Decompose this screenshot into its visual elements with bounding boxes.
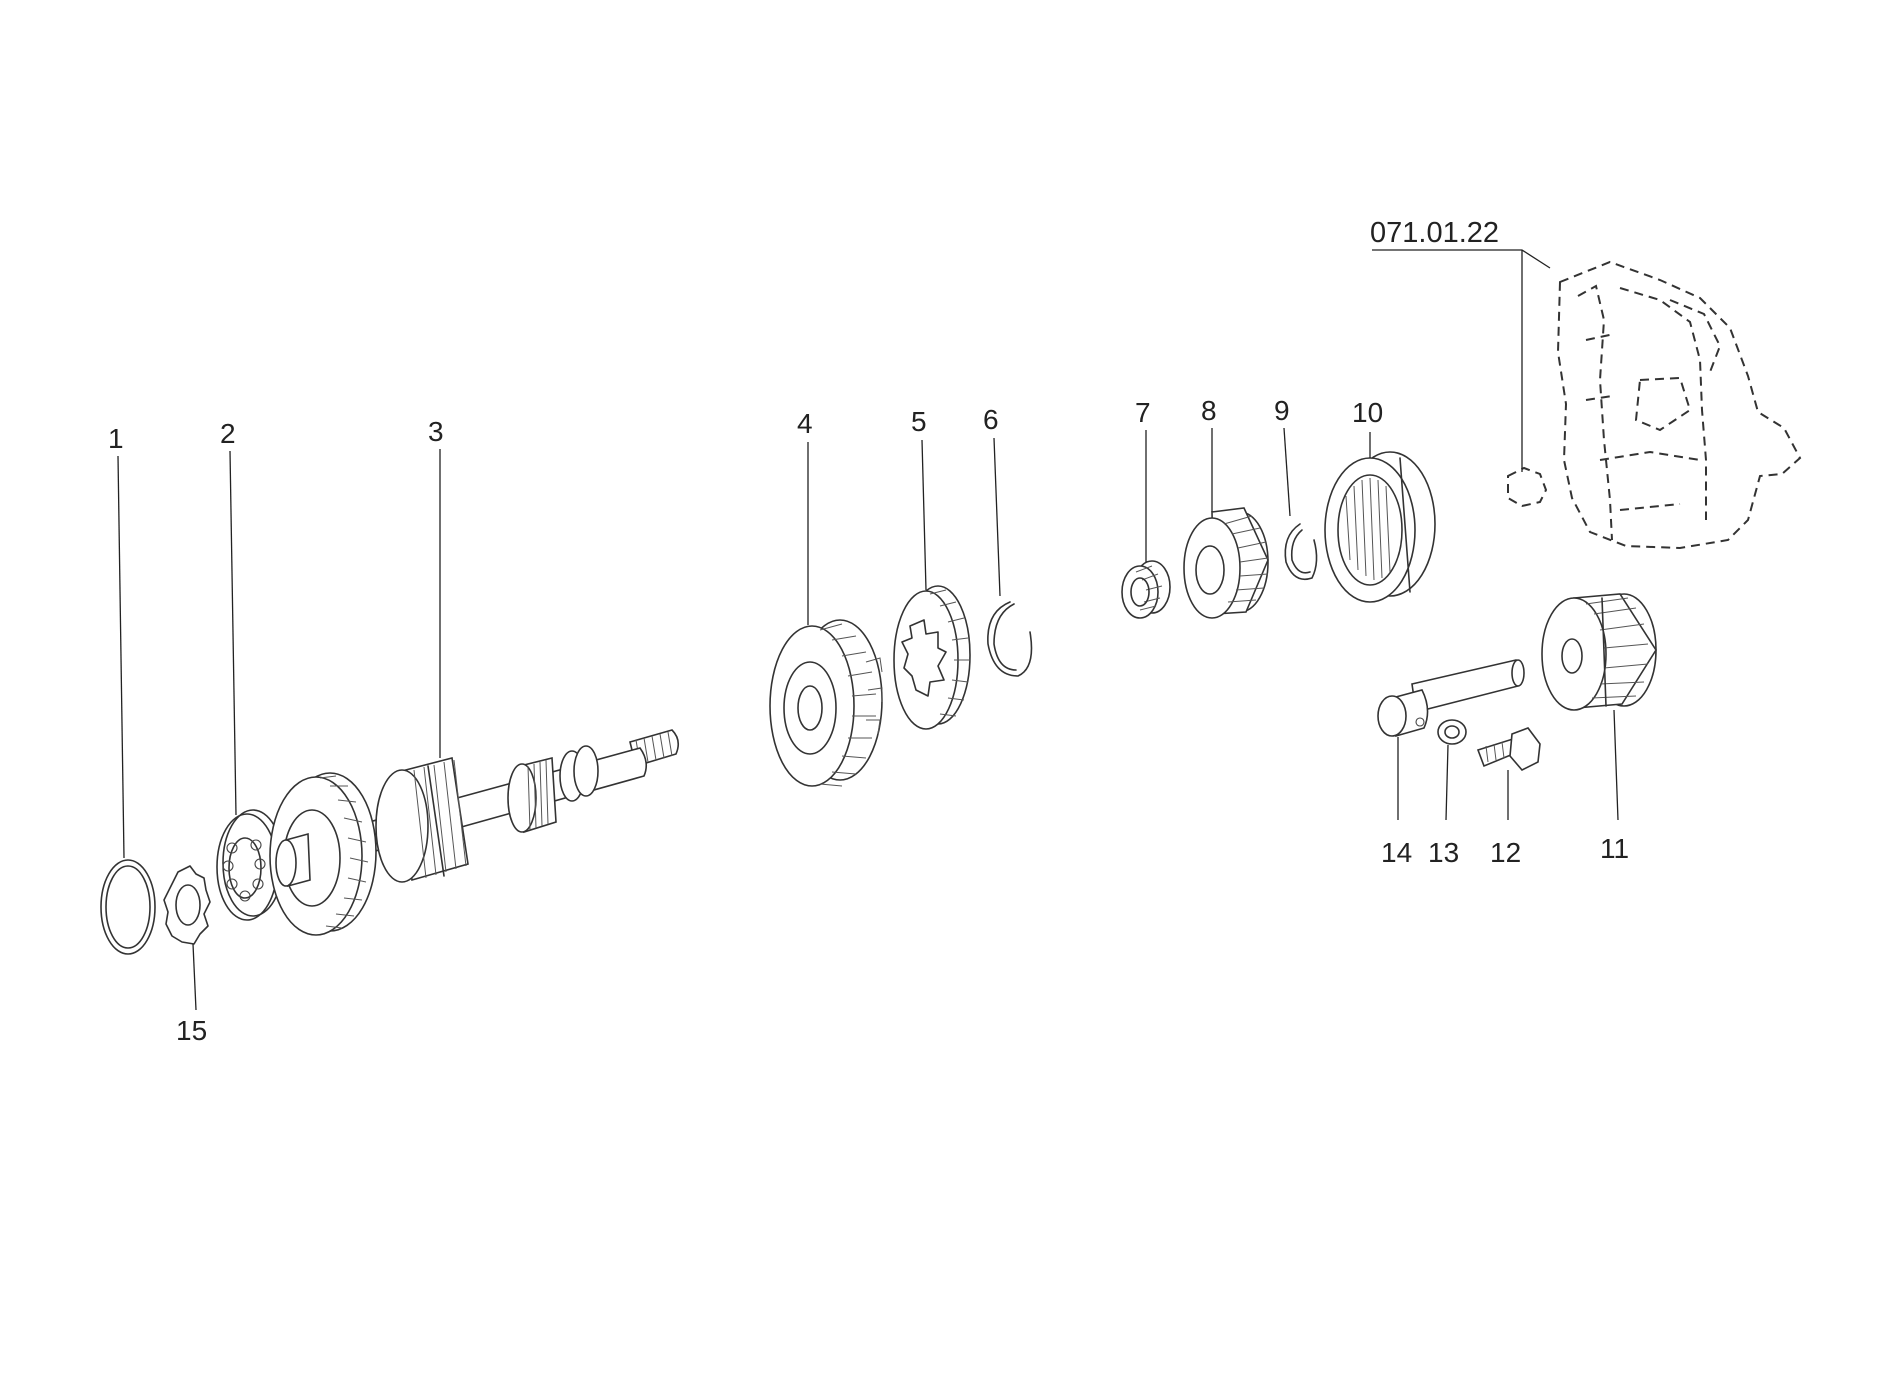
label-8: 8 [1201,395,1217,426]
label-6: 6 [983,404,999,435]
label-15: 15 [176,1015,207,1046]
label-3: 3 [428,416,444,447]
label-1: 1 [108,423,124,454]
part-11-cluster-gear [1541,593,1657,711]
part-4-gear [769,619,883,787]
part-7-needle-bearing [1121,560,1171,619]
part-15-lock-nut [163,865,211,945]
leader-lines [117,249,1619,1011]
label-14: 14 [1381,837,1412,868]
part-5-synchro-hub [893,585,971,730]
part-6-circlip [987,601,1033,677]
part-2-ball-bearing [216,809,284,921]
label-4: 4 [797,408,813,439]
gearbox-housing-dashed [1507,260,1802,550]
label-7: 7 [1135,397,1151,428]
part-10-roller-bearing [1324,451,1436,603]
label-12: 12 [1490,837,1521,868]
label-5: 5 [911,406,927,437]
part-14-pin [1377,659,1525,738]
part-9-snap-ring [1284,523,1318,581]
label-2: 2 [220,418,236,449]
label-9: 9 [1274,395,1290,426]
part-number-labels: 1 2 3 4 5 6 7 8 9 10 11 12 13 14 15 071.… [108,217,1629,1046]
part-1-shim-ring [100,859,156,955]
part-13-washer [1437,719,1467,745]
reference-label: 071.01.22 [1370,217,1499,249]
label-11: 11 [1600,833,1629,864]
label-13: 13 [1428,837,1459,868]
part-8-gear [1183,507,1269,619]
part-12-bolt [1476,727,1541,771]
label-10: 10 [1352,397,1383,428]
part-3-main-shaft [269,729,680,936]
